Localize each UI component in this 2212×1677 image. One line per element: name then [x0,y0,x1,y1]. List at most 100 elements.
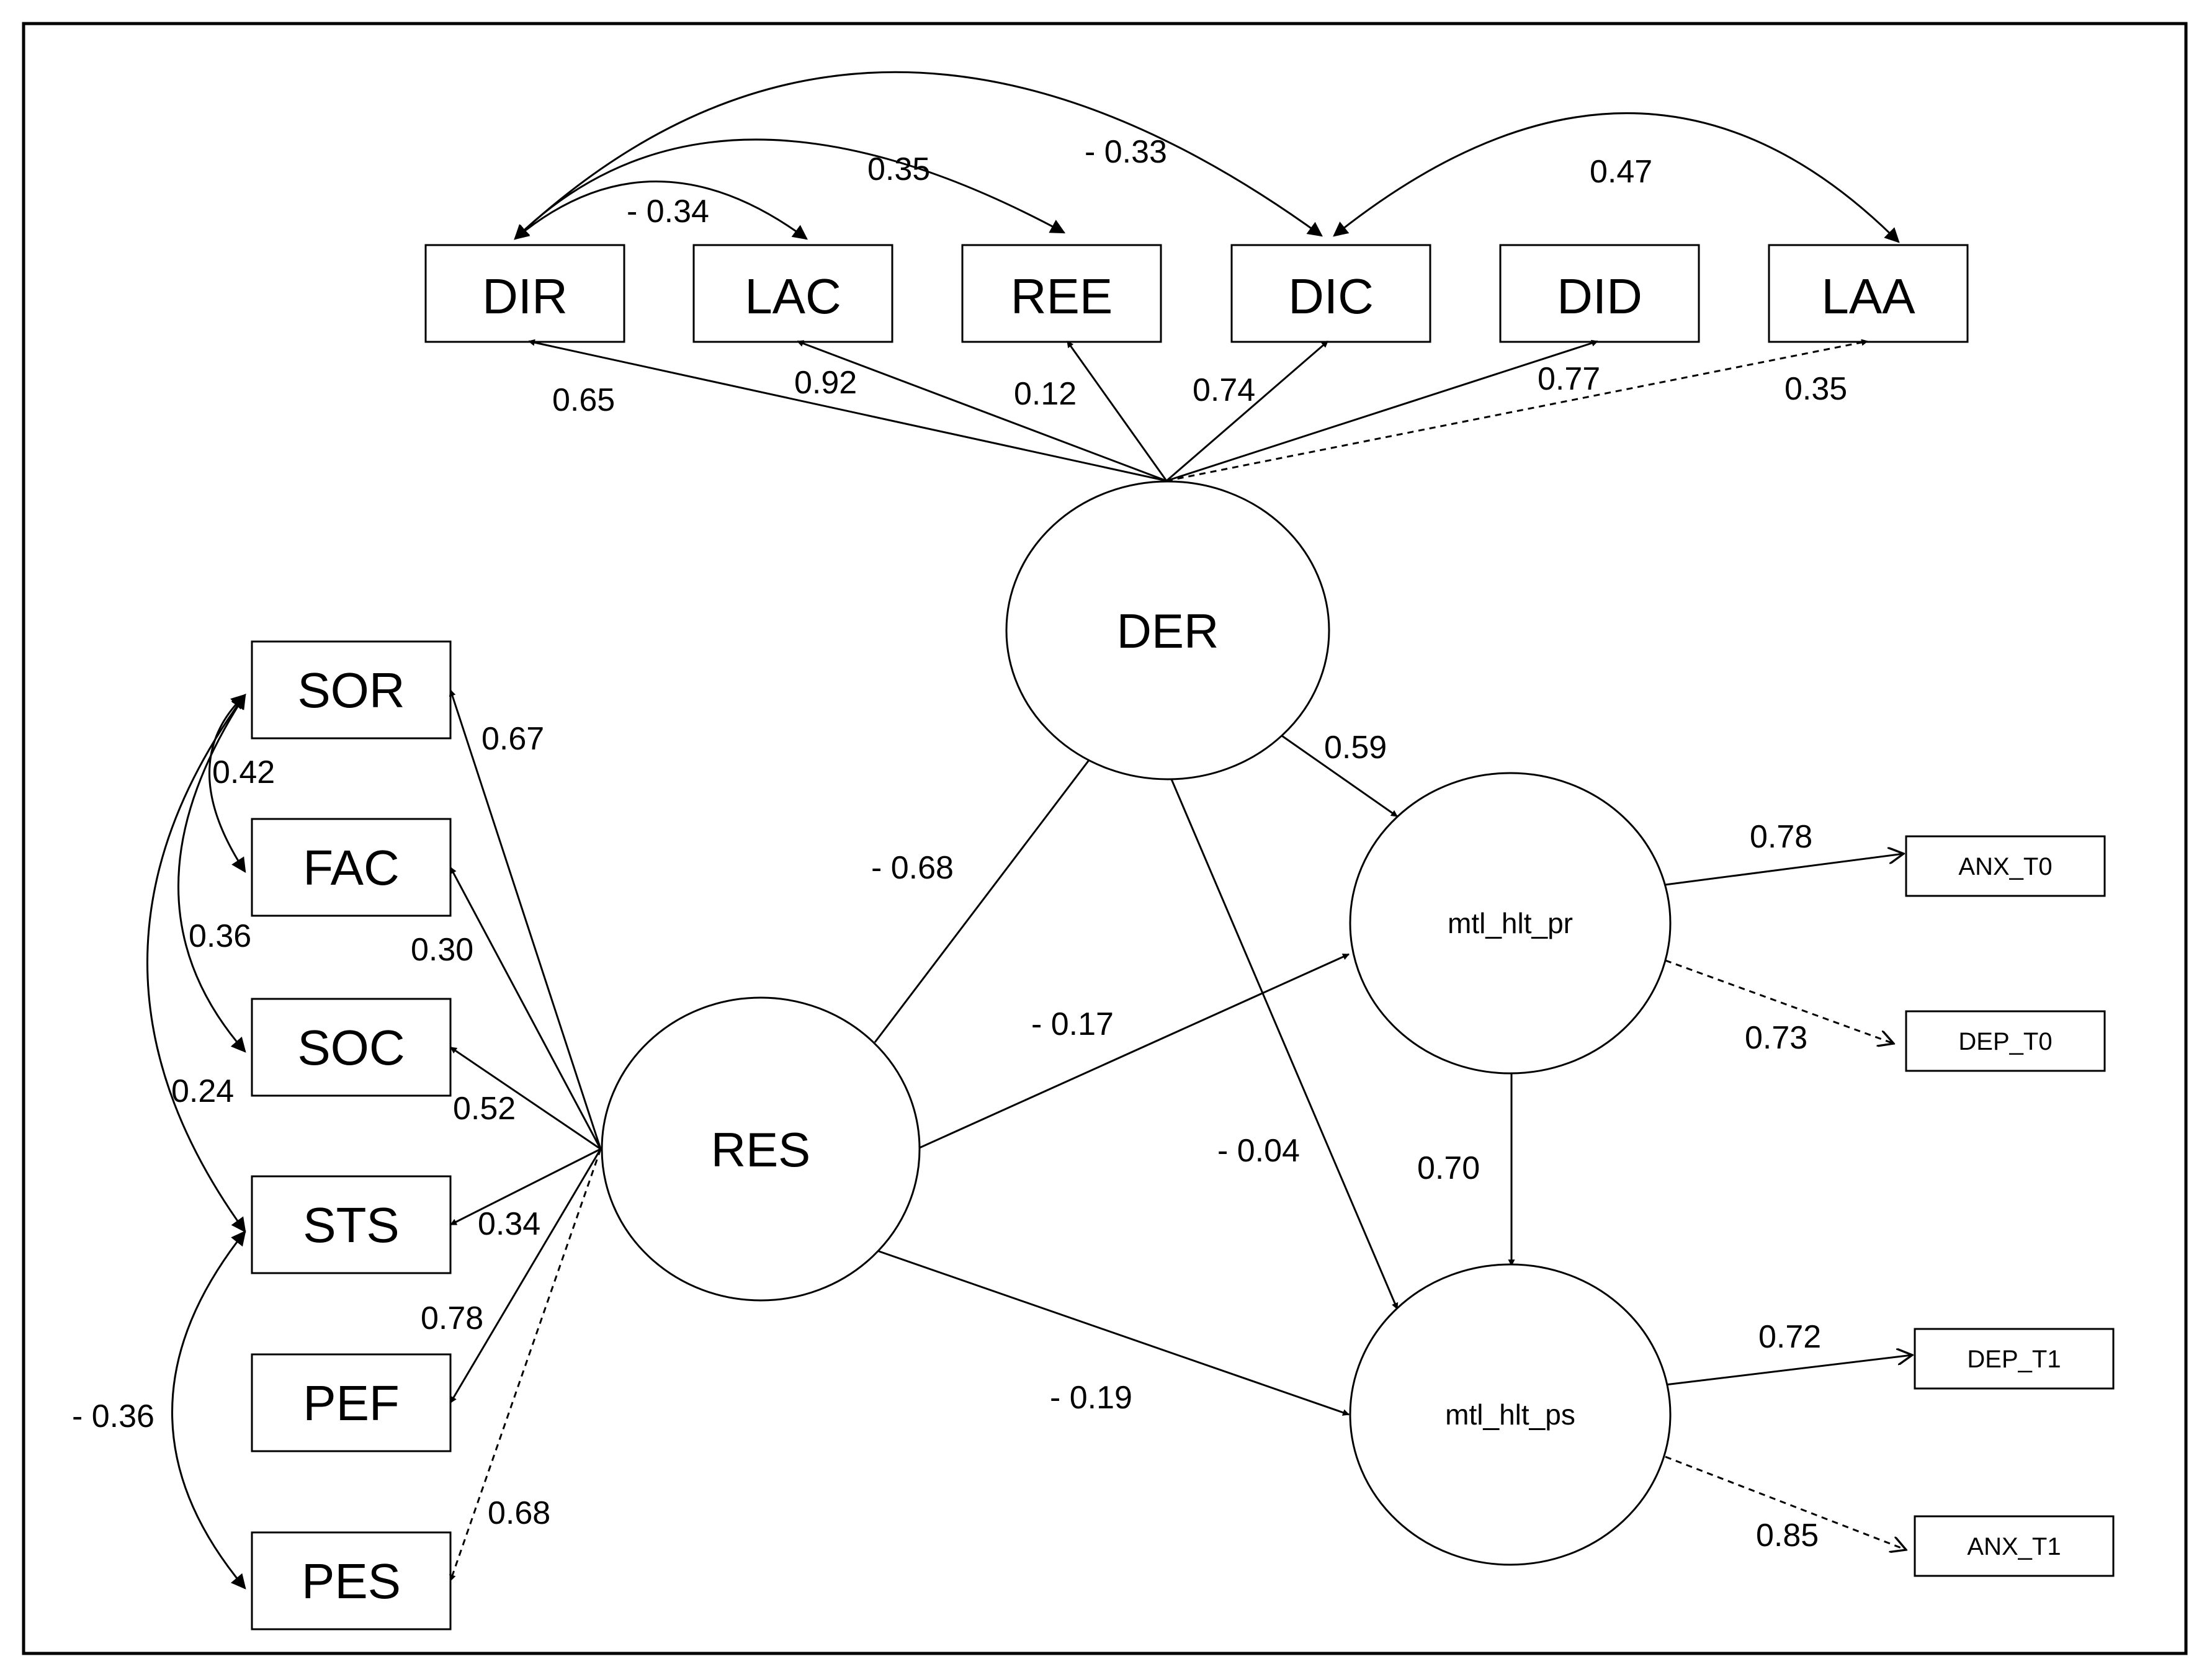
res-indicators: SOR FAC SOC STS PEF PES [251,640,452,1630]
coef-pr-ps: 0.70 [1417,1150,1480,1186]
coef-ps-dep-t1: 0.72 [1758,1319,1821,1355]
indicator-label-did: DID [1557,269,1642,324]
cov-dir-dic-arc [514,71,1323,240]
path-res-der [874,754,1095,1043]
res-loadings [449,689,602,1582]
coef-der-ree: 0.12 [1014,376,1077,412]
indicator-box-lac [692,244,893,343]
structural-paths [874,735,1912,1550]
loading-der-dic [1166,340,1328,482]
latent-res [601,996,921,1302]
coef-der-ps: - 0.04 [1217,1133,1300,1169]
loading-pr-dep-t0 [1665,959,1894,1044]
coef-der-pr: 0.59 [1324,730,1387,766]
indicator-box-dic [1230,244,1431,343]
cov-sor-fac-arc [208,694,246,874]
coef-cov-sts-pes: - 0.36 [72,1398,154,1434]
path-der-pr [1281,735,1398,818]
latent-label-der: DER [1117,604,1219,658]
loading-res-soc [450,1046,601,1150]
coef-der-laa: 0.35 [1784,371,1847,407]
indicator-label-anx-t1: ANX_T1 [1967,1533,2061,1560]
coef-cov-dir-lac: - 0.34 [627,194,709,230]
indicator-box-did [1499,244,1700,343]
coef-pr-anx-t0: 0.78 [1750,819,1812,855]
top-covariances [514,71,1900,243]
indicator-label-anx-t0: ANX_T0 [1958,853,2052,880]
coef-cov-dic-laa: 0.47 [1590,154,1652,190]
indicator-box-anx-t0 [1905,835,2106,897]
loading-der-lac [796,340,1167,482]
cov-dir-ree-arc [514,138,1066,240]
indicator-label-fac: FAC [303,840,400,895]
latent-mtl-hlt-pr [1349,772,1672,1075]
latent-label-mtl-hlt-pr: mtl_hlt_pr [1448,907,1573,939]
path-res-pr [919,953,1350,1149]
latent-der [1005,480,1330,780]
loading-res-fac [449,867,602,1150]
indicator-label-laa: LAA [1821,269,1915,324]
coef-res-ps: - 0.19 [1050,1380,1132,1416]
loading-pr-anx-t0 [1665,854,1904,886]
loading-res-pes [449,1148,602,1582]
indicator-box-ree [961,244,1162,343]
indicator-label-pes: PES [302,1554,401,1609]
cov-dic-laa-arc [1333,112,1900,243]
path-res-ps [877,1250,1350,1416]
coef-cov-dir-dic: - 0.33 [1085,134,1167,170]
indicator-box-dep-t0 [1905,1010,2106,1072]
coef-der-dir: 0.65 [552,382,615,418]
indicator-label-ree: REE [1011,269,1113,324]
indicator-label-lac: LAC [745,269,841,324]
loading-ps-anx-t1 [1665,1456,1906,1550]
coef-res-soc: 0.52 [453,1091,516,1127]
coef-res-der: - 0.68 [871,850,954,886]
coef-res-pef: 0.78 [421,1300,483,1336]
loading-ps-dep-t1 [1665,1355,1912,1386]
indicator-box-sts [251,1175,452,1274]
indicator-box-dep-t1 [1914,1328,2115,1390]
der-indicators: DIR LAC REE DIC DID LAA [424,244,1969,343]
latent-label-mtl-hlt-ps: mtl_hlt_ps [1445,1398,1575,1431]
indicator-label-soc: SOC [297,1020,405,1075]
loading-der-ree [1066,341,1168,481]
indicator-box-soc [251,998,452,1097]
indicator-box-dir [424,244,625,343]
loading-der-did [1166,339,1599,482]
cov-sts-pes-arc [171,1230,246,1590]
coef-res-pes: 0.68 [488,1495,550,1531]
indicator-label-dep-t1: DEP_T1 [1967,1346,2061,1373]
loading-der-laa [1166,339,1869,482]
loading-res-sor [449,689,602,1150]
der-loadings [527,339,1869,482]
indicator-box-anx-t1 [1914,1515,2115,1577]
indicator-label-dep-t0: DEP_T0 [1958,1028,2052,1055]
latent-label-res: RES [711,1122,810,1177]
indicator-label-dir: DIR [482,269,568,324]
coef-der-did: 0.77 [1538,361,1600,397]
latent-variables: DER RES mtl_hlt_pr mtl_hlt_ps [601,480,1672,1566]
coef-res-sor: 0.67 [481,721,544,757]
coef-cov-sor-soc: 0.36 [189,918,251,954]
coef-der-lac: 0.92 [794,365,857,401]
indicator-label-pef: PEF [303,1375,400,1431]
indicator-box-pes [251,1531,452,1630]
indicator-box-pef [251,1353,452,1452]
coef-res-fac: 0.30 [411,932,473,968]
coef-der-dic: 0.74 [1193,372,1255,408]
indicator-box-fac [251,818,452,917]
loading-res-pef [449,1148,602,1403]
coef-cov-sor-fac: 0.42 [212,754,275,790]
indicator-label-sts: STS [303,1197,400,1253]
cov-sor-sts-arc [146,694,246,1233]
indicator-label-sor: SOR [297,663,405,718]
loading-res-sts [450,1148,601,1226]
latent-mtl-hlt-ps [1349,1263,1672,1566]
coef-res-pr: - 0.17 [1031,1006,1114,1042]
indicator-label-dic: DIC [1288,269,1374,324]
diagram-frame [22,22,2188,1655]
cov-dir-lac-arc [514,181,808,240]
coef-ps-anx-t1: 0.85 [1756,1518,1819,1554]
cov-sor-soc-arc [177,693,246,1053]
coefficient-labels: - 0.34 0.35 - 0.33 0.47 0.65 0.92 0.12 0… [72,134,1847,1554]
